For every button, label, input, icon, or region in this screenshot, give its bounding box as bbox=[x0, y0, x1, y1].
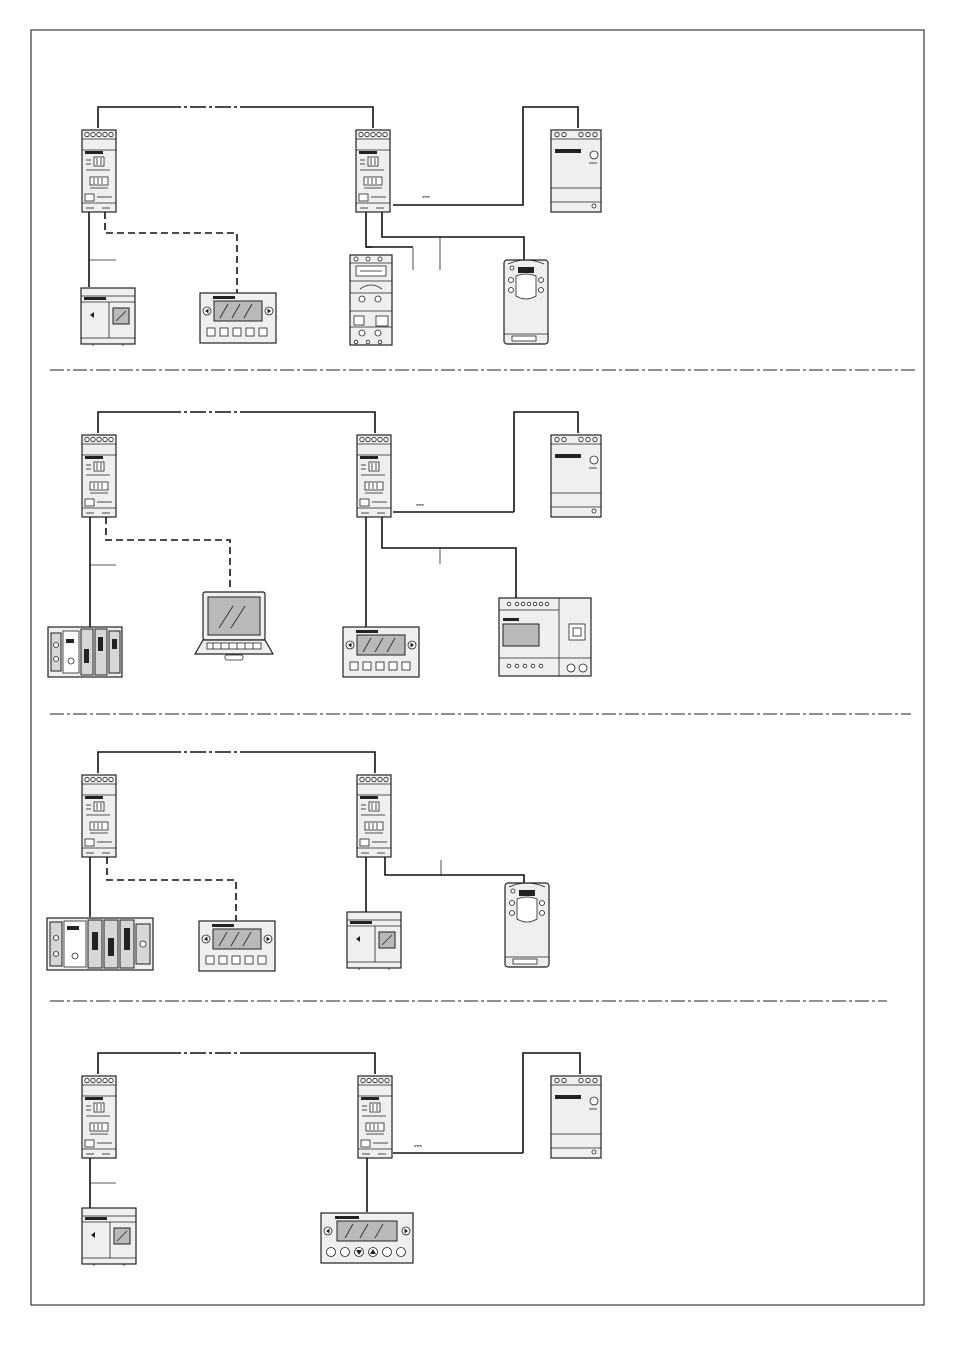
bus-link bbox=[250, 412, 375, 433]
drive-link bbox=[382, 212, 524, 262]
operator-terminal[interactable] bbox=[199, 921, 275, 971]
terminal-link bbox=[105, 212, 237, 293]
bus-link bbox=[250, 1053, 375, 1074]
section-1: ⎓ bbox=[81, 107, 601, 346]
controller-module[interactable] bbox=[499, 598, 591, 676]
laptop-computer[interactable] bbox=[195, 592, 273, 660]
compact-plc[interactable] bbox=[347, 912, 401, 970]
gateway-module[interactable] bbox=[356, 130, 390, 212]
modular-plc[interactable] bbox=[47, 918, 153, 970]
bus-link bbox=[98, 1053, 165, 1074]
compact-plc[interactable] bbox=[82, 1208, 136, 1266]
controller-link bbox=[382, 517, 516, 600]
section-4: ⎓ bbox=[82, 1053, 601, 1266]
gateway-module[interactable] bbox=[82, 775, 116, 857]
gateway-module[interactable] bbox=[82, 435, 116, 517]
dc-symbol: ⎓ bbox=[414, 1141, 422, 1152]
laptop-link bbox=[106, 517, 230, 590]
bus-link bbox=[98, 752, 165, 773]
power-supply[interactable] bbox=[551, 435, 601, 517]
operator-terminal[interactable] bbox=[200, 293, 276, 343]
section-3 bbox=[47, 752, 549, 971]
drive-link bbox=[385, 857, 524, 885]
motor-starter[interactable] bbox=[350, 255, 392, 345]
speed-drive[interactable] bbox=[505, 883, 549, 967]
gateway-module[interactable] bbox=[82, 1076, 116, 1158]
power-supply[interactable] bbox=[551, 130, 601, 212]
gateway-module[interactable] bbox=[357, 775, 391, 857]
operator-terminal[interactable] bbox=[321, 1213, 413, 1263]
dc-symbol: ⎓ bbox=[422, 192, 430, 203]
starter-link bbox=[366, 212, 372, 247]
bus-link bbox=[250, 752, 375, 773]
gateway-module[interactable] bbox=[82, 130, 116, 212]
terminal-link bbox=[107, 857, 236, 921]
modular-plc[interactable] bbox=[48, 627, 122, 677]
page-frame bbox=[31, 30, 924, 1305]
ps-feed bbox=[393, 200, 523, 205]
compact-plc[interactable] bbox=[81, 288, 135, 346]
operator-terminal[interactable] bbox=[343, 627, 419, 677]
bus-link bbox=[98, 412, 165, 433]
speed-drive[interactable] bbox=[504, 260, 548, 344]
bus-link bbox=[98, 107, 165, 128]
section-2: ⎓ bbox=[48, 412, 601, 677]
dc-symbol: ⎓ bbox=[416, 500, 424, 511]
power-supply[interactable] bbox=[551, 1076, 601, 1158]
gateway-module[interactable] bbox=[358, 1076, 392, 1158]
bus-link bbox=[250, 107, 373, 128]
gateway-module[interactable] bbox=[357, 435, 391, 517]
